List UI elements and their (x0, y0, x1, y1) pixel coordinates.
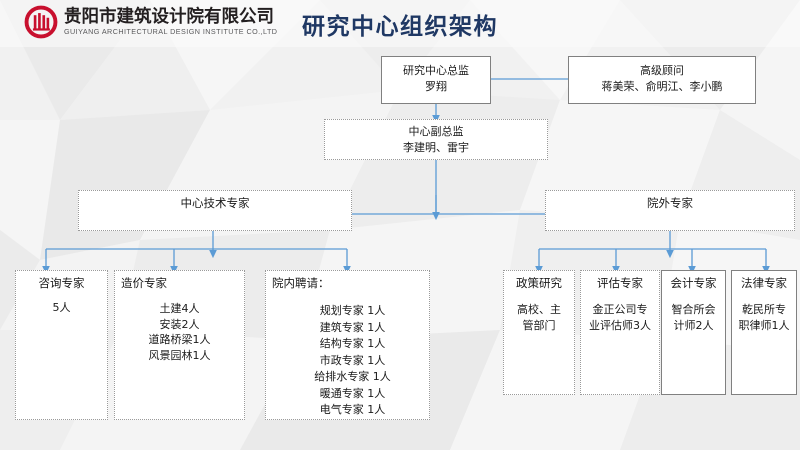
internal-recruitment-item: 市政专家 1人 (319, 353, 386, 367)
cost-expert-item: 安装2人 (159, 317, 200, 331)
node-director[interactable]: 研究中心总监 罗翔 (381, 56, 491, 104)
cost-expert-list: 土建4人 安装2人 道路桥梁1人 风景园林1人 (115, 291, 244, 363)
node-senior-advisor[interactable]: 高级顾问 蒋美荣、俞明江、李小鹏 (568, 56, 756, 104)
cost-expert-title: 造价专家 (121, 276, 167, 290)
cost-expert-item: 土建4人 (159, 302, 200, 315)
node-consulting-expert[interactable]: 咨询专家 5人 (15, 270, 108, 420)
internal-recruitment-item: 电气专家 1人 (319, 403, 386, 416)
node-external-expert[interactable]: 院外专家 (545, 190, 795, 231)
node-assessment-expert[interactable]: 评估专家 金正公司专 业评估师3人 (580, 270, 660, 395)
accounting-expert-title: 会计专家 (670, 276, 717, 290)
consulting-expert-title: 咨询专家 (38, 276, 85, 290)
advisor-role: 高级顾问 (640, 64, 684, 77)
assessment-expert-detail: 业评估师3人 (589, 319, 651, 332)
director-names: 罗翔 (425, 80, 447, 93)
internal-recruitment-item: 规划专家 1人 (319, 304, 386, 317)
node-cost-expert[interactable]: 造价专家 土建4人 安装2人 道路桥梁1人 风景园林1人 (114, 270, 245, 420)
legal-expert-detail: 职律师1人 (738, 319, 790, 332)
assessment-expert-detail: 金正公司专 (592, 303, 648, 316)
director-role: 研究中心总监 (403, 64, 469, 77)
accounting-expert-detail: 智合所会 (671, 303, 716, 316)
policy-research-title: 政策研究 (516, 276, 562, 290)
page-title: 研究中心组织架构 (302, 14, 498, 40)
node-deputy-director[interactable]: 中心副总监 李建明、雷宇 (324, 119, 548, 160)
node-accounting-expert[interactable]: 会计专家 智合所会 计师2人 (661, 270, 726, 395)
internal-recruitment-item: 建筑专家 1人 (319, 320, 386, 334)
cost-expert-item: 道路桥梁1人 (148, 333, 211, 346)
node-center-technical-expert[interactable]: 中心技术专家 (78, 190, 352, 231)
slide-header: 贵阳市建筑设计院有限公司 GUIYANG ARCHITECTURAL DESIG… (0, 0, 800, 47)
legal-expert-detail: 乾民所专 (742, 303, 786, 316)
internal-recruitment-title: 院内聘请： (272, 276, 330, 290)
internal-recruitment-item: 暖通专家 1人 (319, 386, 386, 400)
policy-research-detail: 管部门 (522, 319, 556, 332)
policy-research-detail: 高校、主 (517, 303, 561, 316)
internal-recruitment-item: 结构专家 1人 (319, 337, 386, 350)
internal-recruitment-item: 给排水专家 1人 (314, 370, 391, 383)
node-policy-research[interactable]: 政策研究 高校、主 管部门 (503, 270, 575, 395)
accounting-expert-detail: 计师2人 (673, 319, 714, 332)
company-name-en: GUIYANG ARCHITECTURAL DESIGN INSTITUTE C… (64, 27, 278, 36)
external-expert-label: 院外专家 (647, 196, 693, 210)
node-legal-expert[interactable]: 法律专家 乾民所专 职律师1人 (731, 270, 797, 395)
cost-expert-item: 风景园林1人 (148, 348, 211, 362)
advisor-names: 蒋美荣、俞明江、李小鹏 (601, 80, 723, 93)
company-ring-building-logo-icon (24, 5, 58, 39)
assessment-expert-title: 评估专家 (597, 276, 643, 290)
legal-expert-title: 法律专家 (741, 276, 787, 290)
deputy-names: 李建明、雷宇 (403, 141, 469, 154)
company-logo: 贵阳市建筑设计院有限公司 GUIYANG ARCHITECTURAL DESIG… (24, 5, 277, 39)
internal-recruitment-list: 规划专家 1人 建筑专家 1人 结构专家 1人 市政专家 1人 给排水专家 1人… (266, 291, 429, 419)
company-name-cn: 贵阳市建筑设计院有限公司 (64, 7, 274, 27)
node-internal-recruitment[interactable]: 院内聘请： 规划专家 1人 建筑专家 1人 结构专家 1人 市政专家 1人 给排… (265, 270, 430, 420)
center-technical-expert-label: 中心技术专家 (180, 196, 250, 210)
deputy-role: 中心副总监 (408, 125, 464, 138)
consulting-expert-count: 5人 (52, 301, 71, 314)
